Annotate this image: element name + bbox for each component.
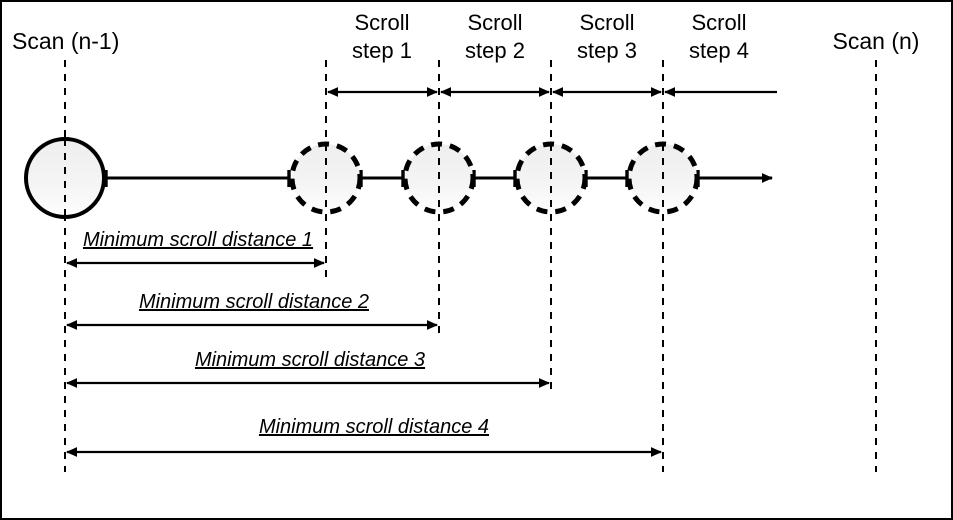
step-label-4: Scroll step 4 [689,10,749,63]
step-label-3: Scroll step 3 [577,10,637,63]
step-label-3-line2: step 3 [577,38,637,63]
reference-lines [64,60,877,472]
distance-row-2: Minimum scroll distance 2 [66,291,438,330]
node-start-scan-n-1 [24,137,106,219]
step-label-1-line1: Scroll [354,10,409,35]
label-scan-n: Scan (n) [833,28,920,54]
distance-row-4: Minimum scroll distance 4 [66,416,662,457]
step-label-2-line2: step 2 [465,38,525,63]
step-label-2-line1: Scroll [467,10,522,35]
distance-label-1: Minimum scroll distance 1 [83,229,313,251]
distance-label-2: Minimum scroll distance 2 [139,291,369,313]
distance-label-4: Minimum scroll distance 4 [259,416,489,438]
step-label-3-line1: Scroll [579,10,634,35]
reference-lines-overlay [64,139,664,217]
step-label-1-line2: step 1 [352,38,412,63]
step-label-4-line1: Scroll [691,10,746,35]
step-label-2: Scroll step 2 [465,10,525,63]
distance-row-3: Minimum scroll distance 3 [66,349,550,388]
label-scan-n-minus-1: Scan (n-1) [12,28,119,54]
step-label-4-line2: step 4 [689,38,749,63]
distance-row-1: Minimum scroll distance 1 [66,229,325,268]
step-label-1: Scroll step 1 [352,10,412,63]
distance-label-3: Minimum scroll distance 3 [195,349,425,371]
